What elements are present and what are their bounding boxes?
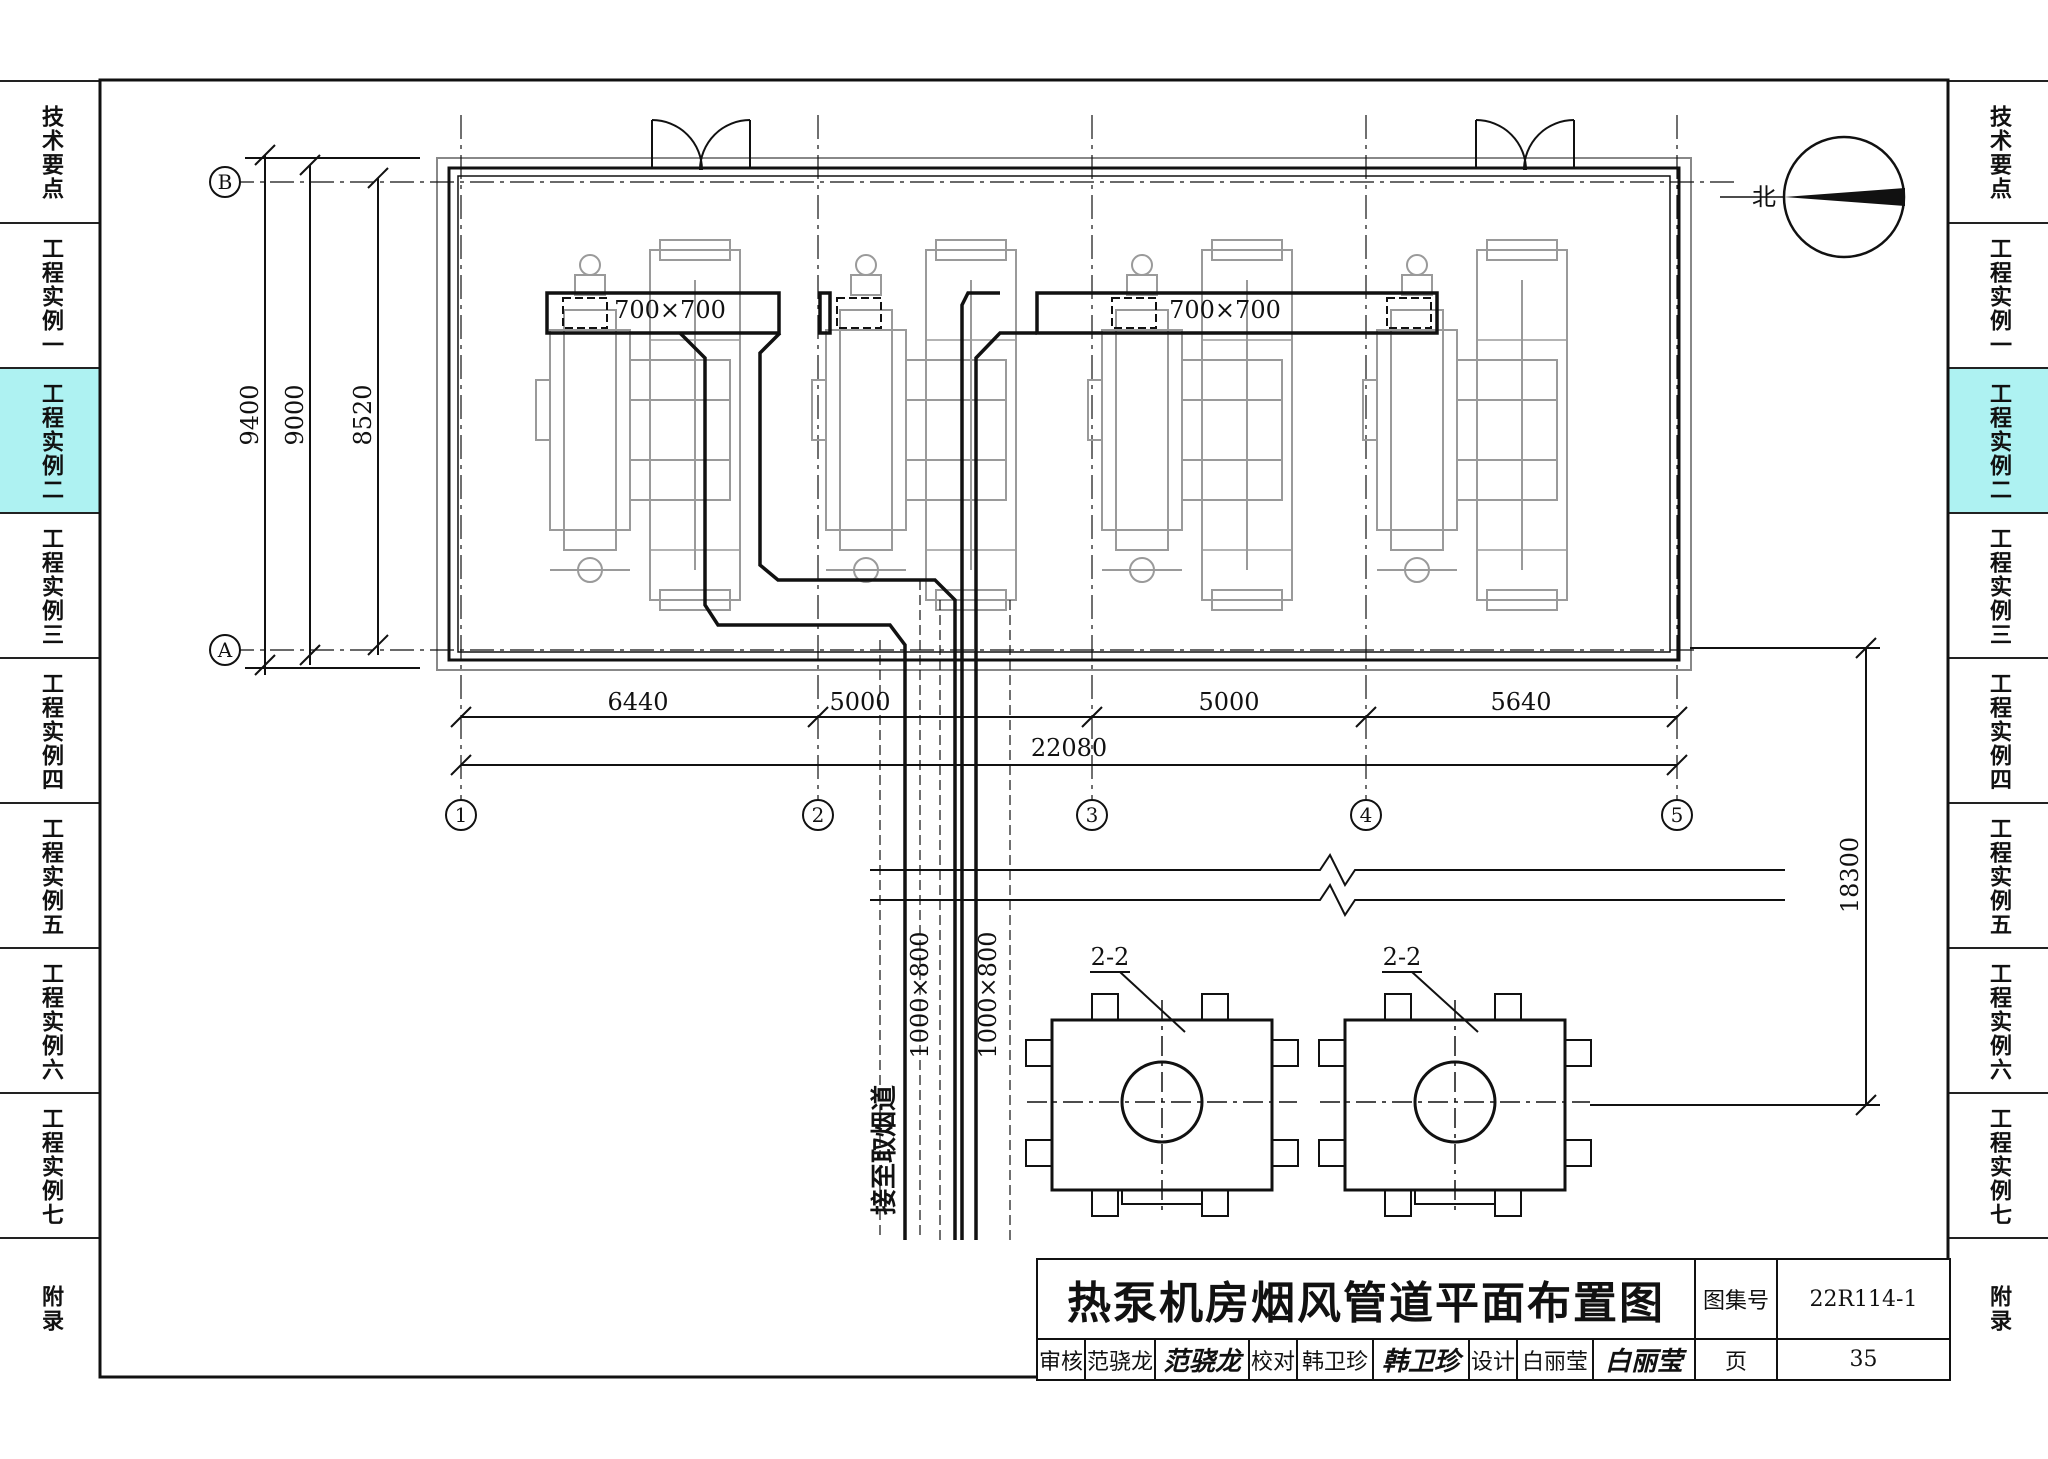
right-tab-case5[interactable]: 工程实例五 <box>1948 802 2048 949</box>
dim-vertical-right <box>1590 637 1880 1116</box>
dim-22080: 22080 <box>1031 734 1107 762</box>
dim-horizontal <box>450 706 1688 776</box>
dim-9400: 9400 <box>236 384 264 445</box>
left-tab-case2[interactable]: 工程实例二 <box>0 367 100 514</box>
tab-label: 工程实例七 <box>1986 1106 2011 1227</box>
check-name: 韩卫珍 <box>1298 1340 1374 1379</box>
right-tab-case6[interactable]: 工程实例六 <box>1948 947 2048 1094</box>
section-label-left: 2-2 <box>1091 943 1130 971</box>
tab-label: 工程实例五 <box>38 816 63 937</box>
axis-label-b: B <box>218 170 233 194</box>
flue-size-left: 1000×800 <box>906 932 934 1059</box>
grid-axes <box>230 115 1740 800</box>
section-label-right: 2-2 <box>1383 943 1422 971</box>
axis-label-1: 1 <box>455 803 468 827</box>
axis-4-marker <box>1350 799 1382 831</box>
tab-label: 附录 <box>1986 1285 2011 1333</box>
tab-label: 技术要点 <box>38 105 63 201</box>
sheet-frame <box>98 78 1950 1379</box>
axis-label-2: 2 <box>812 803 825 827</box>
duct-size-right: 700×700 <box>1169 296 1281 324</box>
door-left-icon <box>651 119 751 171</box>
tab-label: 工程实例一 <box>1986 236 2011 357</box>
door-right-icon <box>1475 119 1575 171</box>
tab-label: 工程实例三 <box>1986 526 2011 647</box>
break-line <box>870 853 1785 917</box>
axis-b-marker <box>209 166 241 198</box>
left-tab-case7[interactable]: 工程实例七 <box>0 1092 100 1239</box>
right-tab-case2[interactable]: 工程实例二 <box>1948 367 2048 514</box>
review-label: 审核 <box>1038 1340 1086 1379</box>
dim-18300: 18300 <box>1836 837 1864 913</box>
tab-label: 工程实例六 <box>38 961 63 1082</box>
flue-note: 接至取烟道 <box>869 1085 900 1215</box>
left-tab-case1[interactable]: 工程实例一 <box>0 222 100 369</box>
right-tab-tech[interactable]: 技术要点 <box>1948 80 2048 224</box>
tab-label: 工程实例四 <box>38 671 63 792</box>
dim-5000-a: 5000 <box>829 688 890 716</box>
right-tab-case4[interactable]: 工程实例四 <box>1948 657 2048 804</box>
check-signature: 韩卫珍 <box>1374 1340 1470 1379</box>
north-label: 北 <box>1752 183 1776 211</box>
left-tab-case3[interactable]: 工程实例三 <box>0 512 100 659</box>
atlas-label: 图集号 <box>1696 1260 1778 1340</box>
section-2-2-right <box>1317 992 1593 1218</box>
dim-6440: 6440 <box>607 688 668 716</box>
right-tab-case1[interactable]: 工程实例一 <box>1948 222 2048 369</box>
check-label: 校对 <box>1250 1340 1298 1379</box>
room-inner-wall <box>447 166 1681 662</box>
left-tab-case4[interactable]: 工程实例四 <box>0 657 100 804</box>
axis-label-a: A <box>217 638 233 662</box>
room-outer-wall <box>436 157 1692 671</box>
tab-label: 工程实例二 <box>1986 381 2011 502</box>
axis-label-4: 4 <box>1360 803 1373 827</box>
title-block: 热泵机房烟风管道平面布置图 图集号 22R114-1 审核 范骁龙 范骁龙 校对… <box>1036 1258 1951 1381</box>
dim-8520: 8520 <box>349 384 377 445</box>
page-label: 页 <box>1696 1340 1778 1379</box>
left-tab-case6[interactable]: 工程实例六 <box>0 947 100 1094</box>
left-tab-case5[interactable]: 工程实例五 <box>0 802 100 949</box>
dim-5000-b: 5000 <box>1198 688 1259 716</box>
axis-3-marker <box>1076 799 1108 831</box>
tab-label: 工程实例二 <box>38 381 63 502</box>
north-arrow-icon <box>1720 135 1906 259</box>
axis-a-marker <box>209 634 241 666</box>
tab-label: 工程实例四 <box>1986 671 2011 792</box>
right-tab-case3[interactable]: 工程实例三 <box>1948 512 2048 659</box>
tab-label: 工程实例六 <box>1986 961 2011 1082</box>
tab-label: 工程实例五 <box>1986 816 2011 937</box>
left-tab-tech[interactable]: 技术要点 <box>0 80 100 224</box>
dim-5640: 5640 <box>1490 688 1551 716</box>
flue-size-right: 1000×800 <box>974 932 1002 1059</box>
design-signature: 白丽莹 <box>1594 1340 1696 1379</box>
right-tab-case7[interactable]: 工程实例七 <box>1948 1092 2048 1239</box>
tab-label: 工程实例三 <box>38 526 63 647</box>
left-tab-appendix[interactable]: 附录 <box>0 1237 100 1379</box>
axis-1-marker <box>445 799 477 831</box>
dim-vertical-left <box>245 144 420 676</box>
drawing-title: 热泵机房烟风管道平面布置图 <box>1038 1260 1696 1340</box>
atlas-number: 22R114-1 <box>1778 1260 1949 1340</box>
page-number: 35 <box>1849 1347 1878 1372</box>
tab-label: 附录 <box>38 1285 63 1333</box>
flue-duct-700 <box>545 291 1439 335</box>
tab-label: 工程实例七 <box>38 1106 63 1227</box>
review-signature: 范骁龙 <box>1156 1340 1250 1379</box>
axis-5-marker <box>1661 799 1693 831</box>
flue-duct-route <box>678 291 1037 1240</box>
axis-label-5: 5 <box>1671 803 1684 827</box>
tab-label: 工程实例一 <box>38 236 63 357</box>
design-label: 设计 <box>1470 1340 1518 1379</box>
design-name: 白丽莹 <box>1518 1340 1594 1379</box>
tab-label: 技术要点 <box>1986 105 2011 201</box>
axis-2-marker <box>802 799 834 831</box>
dim-9000: 9000 <box>281 384 309 445</box>
section-2-2-left <box>1024 992 1300 1218</box>
right-tab-appendix[interactable]: 附录 <box>1948 1237 2048 1379</box>
axis-label-3: 3 <box>1086 803 1099 827</box>
review-name: 范骁龙 <box>1086 1340 1156 1379</box>
duct-size-left: 700×700 <box>614 296 726 324</box>
